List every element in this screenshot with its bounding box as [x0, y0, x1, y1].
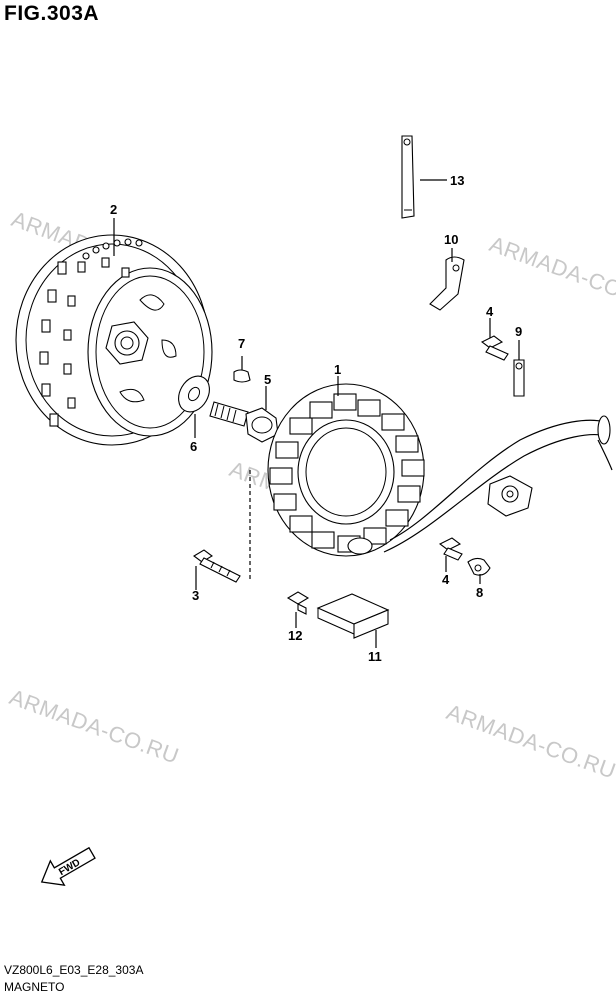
watermark-5: ARMADA-CO.RU [443, 699, 616, 783]
figure-code: VZ800L6_E03_E28_303A [4, 963, 144, 977]
rotor-rim-holes [82, 238, 143, 260]
cable-strap[interactable] [401, 135, 415, 219]
washer[interactable] [172, 371, 215, 418]
callout-9: 9 [515, 324, 522, 339]
stator-bolt[interactable] [193, 549, 241, 583]
figure-title: FIG.303A [4, 2, 100, 25]
watermark-2: ARMADA-CO.RU [486, 231, 616, 315]
fwd-arrow: FWD [40, 846, 96, 886]
callout-6: 6 [190, 439, 197, 454]
screw-lower[interactable] [438, 537, 463, 561]
callout-12: 12 [288, 628, 302, 643]
callout-4-lower: 4 [442, 572, 450, 587]
callout-4-upper: 4 [486, 304, 494, 319]
wire-clip[interactable] [513, 359, 525, 397]
key[interactable] [233, 369, 251, 383]
figure-name: MAGNETO [4, 980, 65, 994]
stator-coils [269, 393, 425, 553]
leader-lines [113, 179, 520, 648]
stator[interactable] [267, 383, 425, 557]
rotor-flywheel[interactable] [15, 234, 213, 446]
callout-5: 5 [264, 372, 271, 387]
callout-1: 1 [334, 362, 341, 377]
rotor-slots [39, 257, 130, 427]
screw-upper[interactable] [480, 335, 509, 361]
rotor-bolt[interactable] [209, 401, 279, 443]
callout-labels: 1 2 3 4 4 5 6 7 8 9 10 11 12 13 [110, 173, 522, 664]
fwd-label: FWD [57, 857, 82, 878]
callout-11: 11 [368, 649, 382, 664]
watermark-4: ARMADA-CO.RU [6, 684, 182, 768]
wire-bracket[interactable] [429, 256, 465, 311]
callout-10: 10 [444, 232, 458, 247]
wire-clamp[interactable] [467, 557, 491, 576]
callout-3: 3 [192, 588, 199, 603]
pickup-sensor[interactable] [487, 475, 533, 517]
callout-8: 8 [476, 585, 483, 600]
cover-screw[interactable] [286, 591, 310, 615]
stator-wire-harness [347, 415, 613, 555]
callout-7: 7 [238, 336, 245, 351]
callout-2: 2 [110, 202, 117, 217]
cover-plate[interactable] [316, 593, 390, 639]
callout-13: 13 [450, 173, 464, 188]
